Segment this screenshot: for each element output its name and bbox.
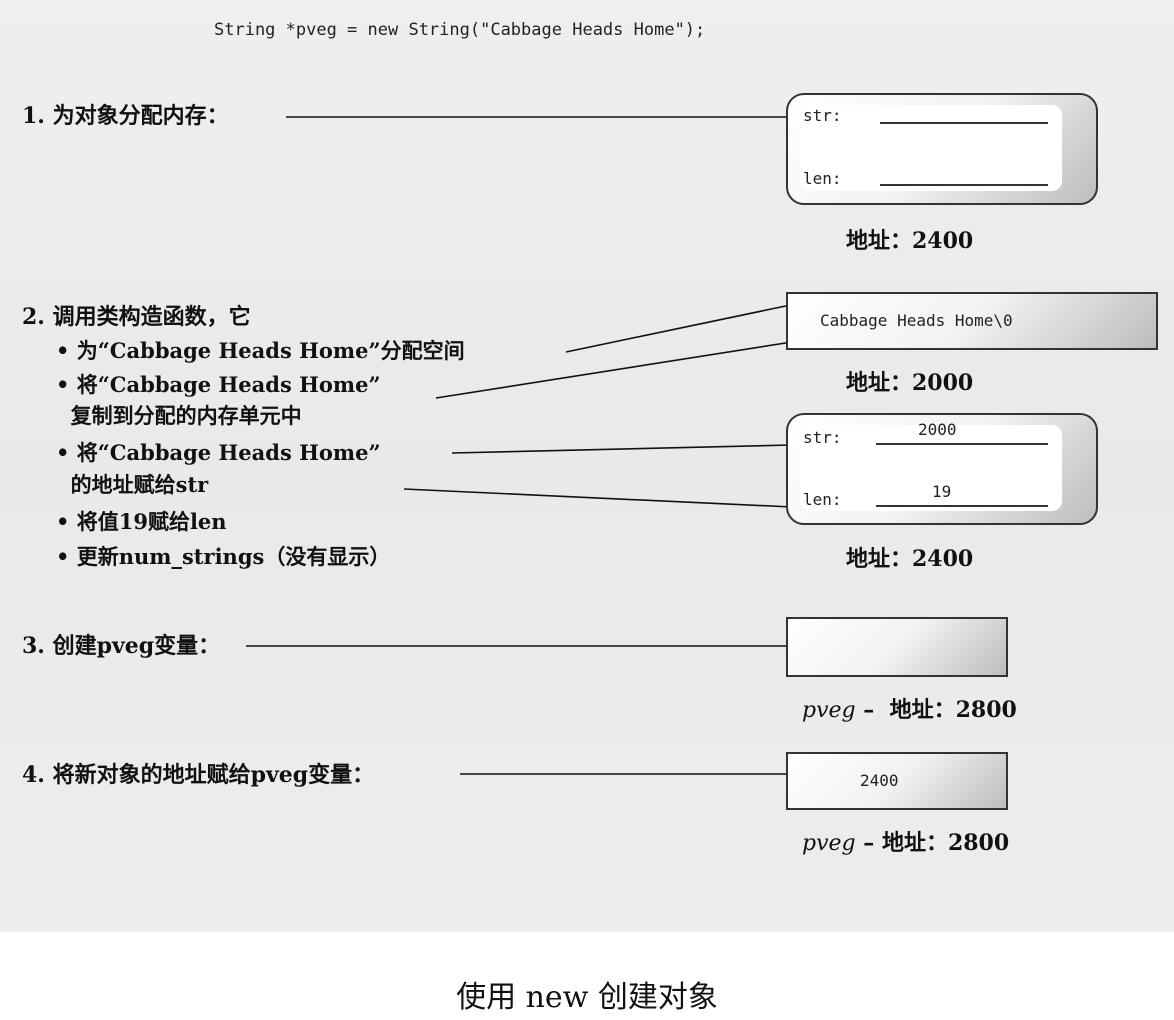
pveg-box-filled bbox=[786, 752, 1008, 810]
step2-label: 2. 调用类构造函数，它 bbox=[22, 304, 251, 330]
pveg-address: pveg – 地址：2800 bbox=[802, 699, 1017, 722]
field-str-label-2: str: bbox=[803, 428, 842, 447]
bullet-assign-str: • 将“Cabbage Heads Home” bbox=[56, 440, 381, 465]
bullet-allocate-space: • 为“Cabbage Heads Home”分配空间 bbox=[56, 338, 465, 363]
str-value-line-2 bbox=[876, 443, 1048, 445]
str-value: 2000 bbox=[918, 420, 957, 439]
str-value-line bbox=[880, 122, 1048, 124]
pveg-box-empty bbox=[786, 617, 1008, 677]
bullet-update-count: • 更新num_strings（没有显示） bbox=[56, 544, 391, 569]
object-address-2: 地址：2400 bbox=[846, 546, 974, 572]
object-address: 地址：2400 bbox=[846, 228, 974, 254]
connector-lines bbox=[246, 116, 831, 775]
field-len-label-2: len: bbox=[803, 490, 842, 509]
str-address-connector bbox=[451, 444, 793, 454]
pveg-address-2: pveg – 地址：2800 bbox=[802, 832, 1009, 855]
string-storage-value: Cabbage Heads Home\0 bbox=[820, 311, 1013, 330]
bullet-copy-string: • 将“Cabbage Heads Home” bbox=[56, 372, 381, 397]
bullet-assign-len: • 将值19赋给len bbox=[56, 509, 227, 534]
step1-label: 1. 为对象分配内存： bbox=[22, 103, 229, 129]
string-storage-box bbox=[786, 292, 1158, 350]
pveg-name-2: pveg bbox=[802, 831, 856, 856]
copy-string-connector bbox=[435, 335, 831, 399]
len-value-line bbox=[880, 184, 1048, 186]
pveg-address-text: – 地址：2800 bbox=[855, 697, 1017, 723]
figure-caption: 使用 new 创建对象 bbox=[456, 980, 718, 1015]
field-str-label: str: bbox=[803, 106, 842, 125]
field-len-label: len: bbox=[803, 169, 842, 188]
alloc-space-connector bbox=[565, 302, 801, 353]
object-box-empty bbox=[786, 93, 1098, 205]
pveg-address-text-2: – 地址：2800 bbox=[855, 830, 1010, 856]
len-value: 19 bbox=[932, 482, 952, 501]
bullet-assign-str-cont: 的地址赋给str bbox=[56, 472, 209, 497]
code-line: String *pveg = new String("Cabbage Heads… bbox=[214, 20, 706, 40]
bullet-copy-string-cont: 复制到分配的内存单元中 bbox=[56, 403, 302, 428]
step3-label: 3. 创建pveg变量： bbox=[22, 633, 221, 659]
pveg-name: pveg bbox=[802, 698, 856, 723]
len-value-connector bbox=[403, 488, 793, 508]
len-value-line-2 bbox=[876, 505, 1048, 507]
string-storage-address: 地址：2000 bbox=[846, 370, 974, 396]
pveg-value: 2400 bbox=[860, 771, 899, 790]
step4-label: 4. 将新对象的地址赋给pveg变量： bbox=[22, 762, 375, 788]
